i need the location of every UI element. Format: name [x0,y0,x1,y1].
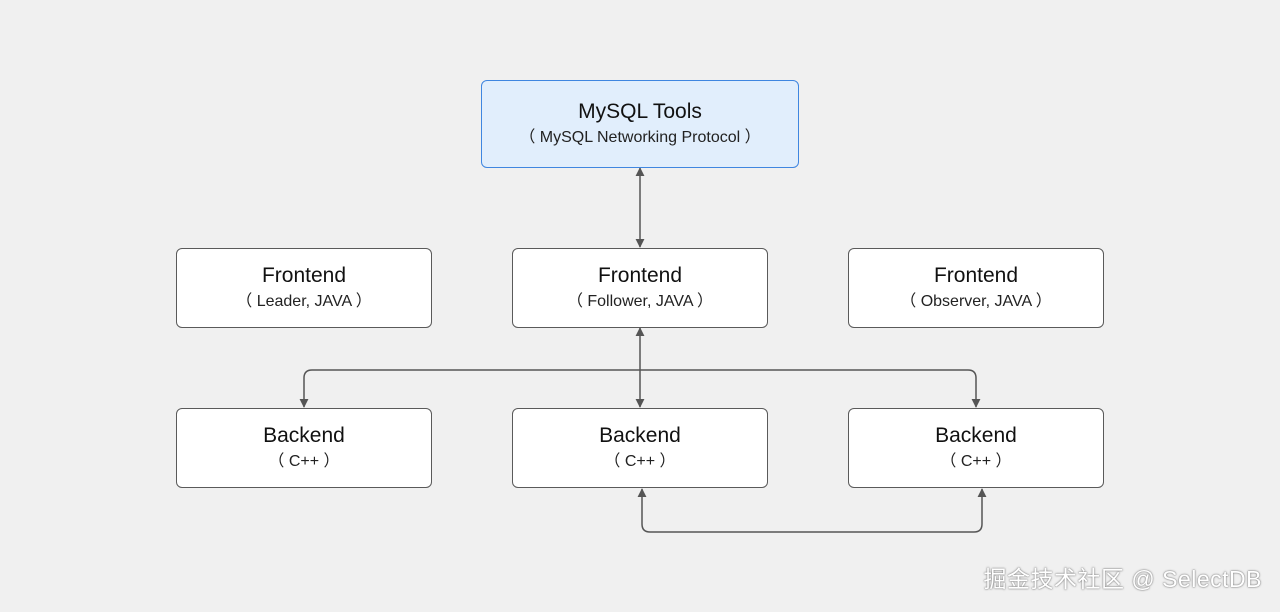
node-title: Frontend [261,264,347,287]
node-subtitle: （ Observer, JAVA ） [900,293,1052,310]
node-title: Backend [935,424,1017,447]
node-backend-right: Backend （ C++ ） [848,408,1104,488]
node-backend-left: Backend （ C++ ） [176,408,432,488]
node-title: Backend [263,424,345,447]
node-title: Backend [599,424,681,447]
node-subtitle: （ C++ ） [604,453,676,470]
node-frontend-observer: Frontend （ Observer, JAVA ） [848,248,1104,328]
node-subtitle: （ MySQL Networking Protocol ） [519,129,761,146]
connector-bus-backends [299,369,981,408]
node-frontend-leader: Frontend （ Leader, JAVA ） [176,248,432,328]
watermark: 掘金技术社区 @ SelectDB [983,566,1262,592]
node-backend-middle: Backend （ C++ ） [512,408,768,488]
node-title: Frontend [597,264,683,287]
node-frontend-follower: Frontend （ Follower, JAVA ） [512,248,768,328]
node-mysql-tools: MySQL Tools （ MySQL Networking Protocol … [481,80,799,168]
node-subtitle: （ C++ ） [940,453,1012,470]
node-title: MySQL Tools [578,100,702,123]
node-subtitle: （ Leader, JAVA ） [236,293,372,310]
node-subtitle: （ C++ ） [268,453,340,470]
node-subtitle: （ Follower, JAVA ） [566,293,714,310]
node-title: Frontend [933,264,1019,287]
connector-backend-backend [637,488,987,533]
